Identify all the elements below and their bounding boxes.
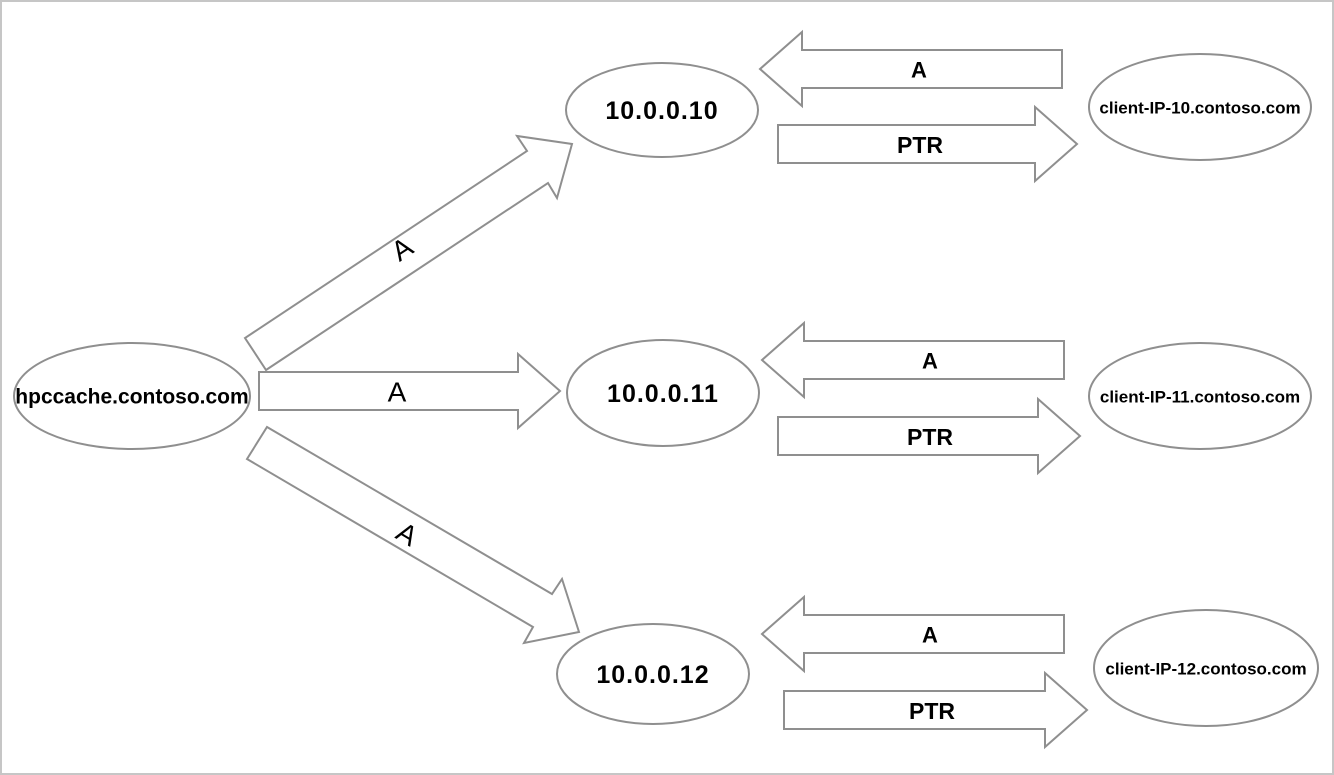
block-arrow-up-right — [243, 134, 574, 372]
edge-label-a: A — [922, 349, 938, 374]
node-ip11: 10.0.0.11 — [566, 339, 760, 447]
edge-a-hpccache-ip10: A — [243, 134, 574, 372]
node-ip10-label: 10.0.0.10 — [605, 97, 718, 125]
node-ip11-label: 10.0.0.11 — [607, 380, 719, 408]
node-client10: client-IP-10.contoso.com — [1088, 53, 1312, 161]
edge-a-client10-ip10: A — [758, 29, 1063, 109]
node-ellipse — [1088, 53, 1312, 161]
block-arrow-left — [758, 29, 1063, 109]
node-hpccache: hpccache.contoso.com — [13, 342, 251, 450]
edge-label-ptr: PTR — [909, 698, 955, 724]
node-ip12-label: 10.0.0.12 — [596, 661, 709, 689]
node-client10-label: client-IP-10.contoso.com — [1099, 99, 1300, 118]
node-hpccache-label: hpccache.contoso.com — [15, 386, 248, 409]
node-client11-label: client-IP-11.contoso.com — [1100, 388, 1300, 407]
block-arrow-right — [777, 104, 1079, 184]
block-arrow-left — [760, 594, 1065, 674]
node-ellipse — [556, 623, 750, 725]
edge-a-hpccache-ip11: A — [258, 351, 562, 431]
edge-label-ptr: PTR — [897, 132, 943, 158]
edge-a-client12-ip12: A — [760, 594, 1065, 674]
edge-ptr-ip12-client12: PTR — [783, 670, 1089, 750]
block-arrow-right — [777, 396, 1082, 476]
node-ellipse — [565, 62, 759, 158]
node-ellipse — [1093, 609, 1319, 727]
block-arrow-right — [258, 351, 562, 431]
block-arrow-right — [783, 670, 1089, 750]
edge-label-a: A — [388, 377, 407, 408]
block-arrow-left — [760, 320, 1065, 400]
node-client12-label: client-IP-12.contoso.com — [1105, 660, 1306, 679]
node-ellipse — [13, 342, 251, 450]
block-arrow-down-right — [245, 425, 581, 645]
edge-a-hpccache-ip12: A — [245, 425, 581, 645]
node-ip12: 10.0.0.12 — [556, 623, 750, 725]
edge-ptr-ip11-client11: PTR — [777, 396, 1082, 476]
node-ellipse — [566, 339, 760, 447]
node-ip10: 10.0.0.10 — [565, 62, 759, 158]
node-ellipse — [1088, 342, 1312, 450]
edge-label-ptr: PTR — [907, 424, 953, 450]
edge-label-a: A — [911, 58, 927, 83]
node-client12: client-IP-12.contoso.com — [1093, 609, 1319, 727]
edge-ptr-ip10-client10: PTR — [777, 104, 1079, 184]
node-client11: client-IP-11.contoso.com — [1088, 342, 1312, 450]
edge-a-client11-ip11: A — [760, 320, 1065, 400]
edge-label-a: A — [922, 623, 938, 648]
